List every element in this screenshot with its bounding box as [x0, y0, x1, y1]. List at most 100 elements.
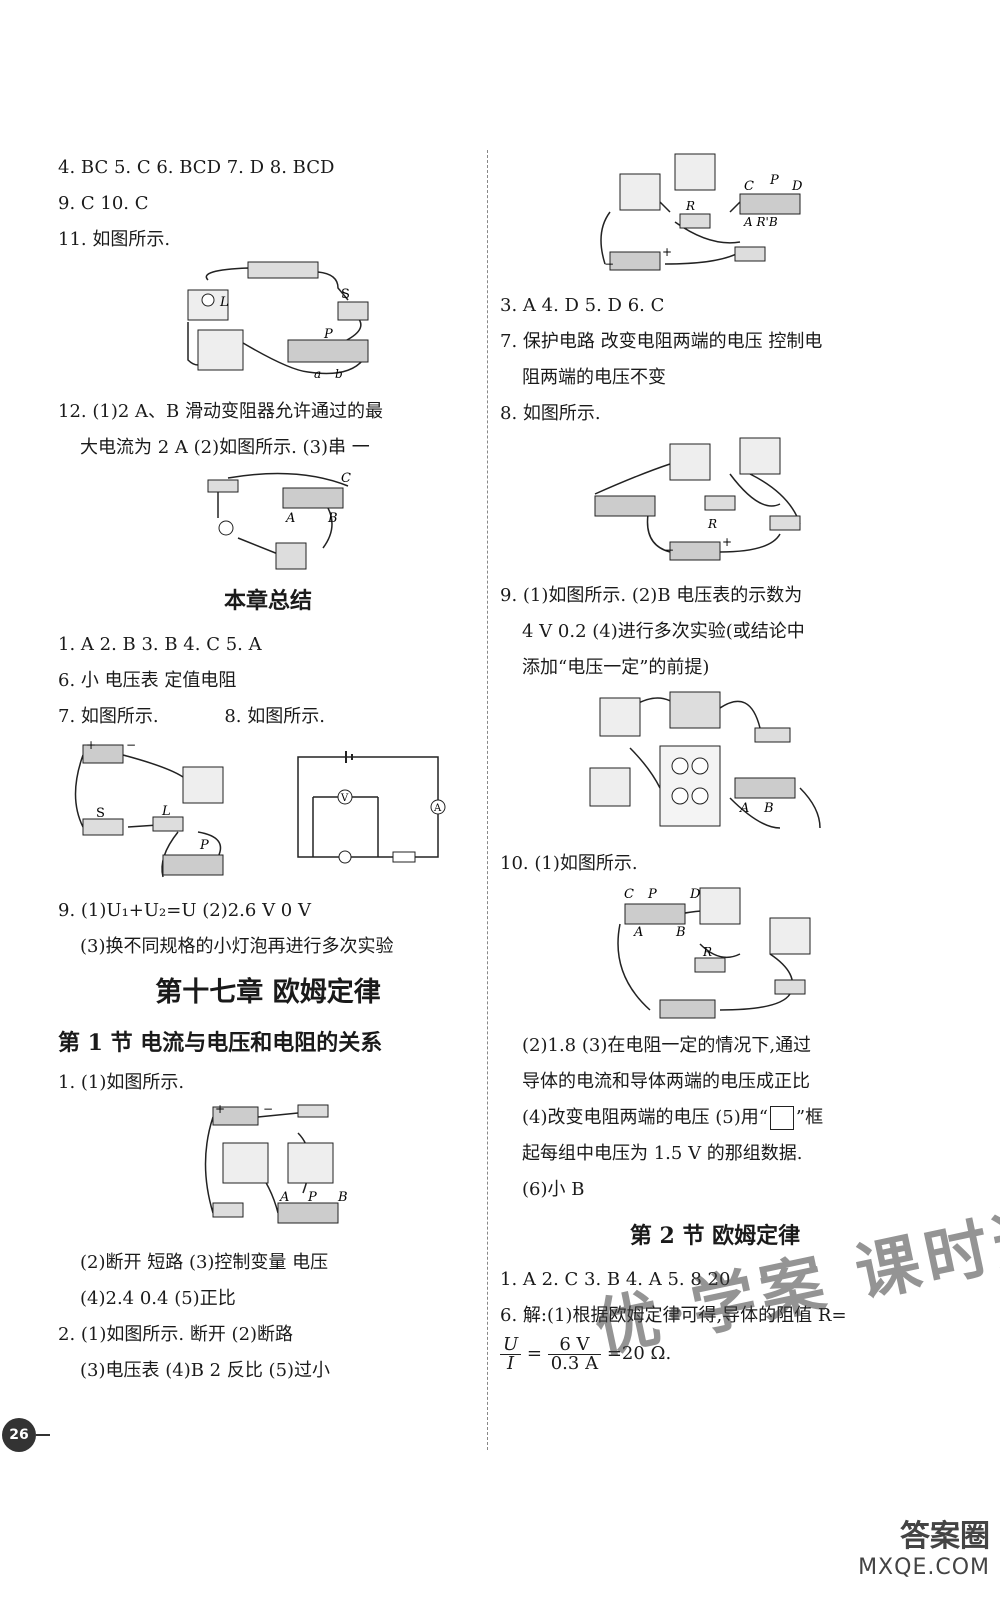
circuit-figure-q9: A B: [500, 688, 930, 840]
answer-line: (4)2.4 0.4 (5)正比: [80, 1288, 236, 1309]
answer-line: 1. (1)如图所示.: [58, 1072, 185, 1093]
rheostat-icon: [594, 495, 656, 517]
label-B: B: [327, 511, 338, 526]
meter-icon: [599, 697, 641, 737]
meter-icon: [674, 153, 716, 191]
label-plus: +: [215, 1103, 225, 1116]
answer-line: 12. (1)2 A、B 滑动变阻器允许通过的最: [58, 401, 383, 422]
rheostat-icon: [739, 193, 801, 215]
lamp-symbol-icon: [338, 850, 352, 864]
label-Am: A: [433, 803, 442, 814]
answer-line: 6. 解:(1)根据欧姆定律可得,导体的阻值 R=: [500, 1305, 847, 1326]
rheostat-icon: [287, 339, 369, 363]
label-P: P: [769, 173, 779, 188]
meter-icon: [739, 437, 781, 475]
battery-icon: [82, 744, 124, 764]
meter-icon: [222, 1142, 269, 1184]
resistor-icon: [694, 957, 726, 973]
meter-icon: [287, 1142, 334, 1184]
label-A: A: [739, 801, 749, 816]
label-plus: +: [662, 245, 672, 259]
answer-line: 9. (1)如图所示. (2)B 电压表的示数为: [500, 585, 803, 606]
battery-icon: [609, 251, 661, 271]
circuit-diagram: A B: [589, 691, 821, 829]
battery-icon: [669, 691, 721, 729]
left-column: 4. BC 5. C 6. BCD 7. D 8. BCD 9. C 10. C…: [58, 150, 478, 1389]
lamp-icon: [218, 520, 234, 536]
label-B: B: [763, 801, 774, 816]
label-P: P: [647, 887, 657, 902]
label-minus: −: [604, 257, 614, 271]
resistor-icon: [704, 495, 736, 511]
meter-icon: [589, 767, 631, 807]
label-C: C: [341, 471, 351, 486]
label-plus: +: [86, 738, 96, 752]
rheostat-icon: [624, 903, 686, 925]
label-C: C: [744, 179, 754, 194]
label-B: B: [675, 925, 686, 940]
rheostat-icon: [162, 854, 224, 876]
answer-line: 导体的电流和导体两端的电压成正比: [522, 1071, 810, 1092]
meter-icon: [182, 766, 224, 804]
label-R: R: [685, 199, 695, 213]
rheostat-icon: [282, 487, 344, 509]
switch-icon: [337, 301, 369, 321]
circuit-diagram: C P D A B R: [617, 887, 811, 1019]
label-S: S: [96, 806, 105, 821]
circuit-diagram: R − +: [594, 437, 801, 561]
chapter-title: 第十七章 欧姆定律: [155, 977, 381, 1008]
watermark-site: 答案圈 MXQE.COM: [858, 1511, 990, 1580]
answer-line: 10. (1)如图所示.: [500, 853, 638, 874]
answer-line: (6)小 B: [522, 1179, 585, 1200]
battery-icon: [669, 541, 721, 561]
answer-line: 2. (1)如图所示. 断开 (2)断路: [58, 1324, 294, 1345]
label-P: P: [199, 838, 209, 853]
answer-line: (4)改变电阻两端的电压 (5)用“ ”框: [500, 1100, 930, 1136]
label-B: B: [337, 1190, 348, 1205]
switch-icon: [774, 979, 806, 995]
answer-8: 8. 如图所示.: [224, 706, 325, 727]
label-R: R: [707, 517, 717, 531]
section-title: 第 2 节 欧姆定律: [629, 1223, 801, 1249]
resistor-icon: [212, 1202, 244, 1218]
answer-line: (3)电压表 (4)B 2 反比 (5)过小: [80, 1360, 331, 1381]
section-title: 第 1 节 电流与电压和电阻的关系: [58, 1030, 383, 1056]
answer-text: ”框: [795, 1107, 824, 1128]
label-minus: −: [126, 738, 136, 752]
label-plus: +: [722, 535, 732, 549]
watermark-site-name: 答案圈: [900, 1519, 990, 1554]
label-minus: −: [664, 543, 674, 557]
answer-line: 大电流为 2 A (2)如图所示. (3)串 一: [80, 437, 370, 458]
switch-icon: [734, 246, 766, 262]
answer-line: 4 V 0.2 (4)进行多次实验(或结论中: [522, 621, 805, 642]
meter-icon: [669, 443, 711, 481]
answer-line: 1. A 2. C 3. B 4. A 5. 8 20: [500, 1269, 731, 1290]
page-number: 26: [2, 1418, 36, 1452]
fraction-numerator: 6 V: [547, 1335, 602, 1355]
answer-line: 3. A 4. D 5. D 6. C: [500, 295, 665, 316]
label-ARB: A R'B: [743, 215, 778, 229]
label-minus: −: [263, 1103, 273, 1116]
circuit-figure-q8: R − +: [500, 434, 930, 572]
label-P: P: [307, 1190, 317, 1205]
battery-icon: [247, 261, 319, 279]
answer-text: (4)改变电阻两端的电压 (5)用“: [522, 1107, 768, 1128]
answer-7: 7. 如图所示.: [58, 706, 159, 727]
lamp-icon: [152, 816, 184, 832]
circuit-figure-summary: + − S L P V A: [58, 737, 478, 887]
answer-line: 1. A 2. B 3. B 4. C 5. A: [58, 634, 262, 655]
circuit-figure-top-right: C P D A R'B R − +: [500, 152, 930, 282]
answer-line: 9. (1)U₁+U₂=U (2)2.6 V 0 V: [58, 900, 311, 921]
rheostat-icon: [277, 1202, 339, 1224]
right-column: C P D A R'B R − + 3. A 4. D 5. D 6. C 7.…: [500, 150, 930, 1374]
answer-line: (3)换不同规格的小灯泡再进行多次实验: [80, 936, 394, 957]
label-D: D: [689, 887, 701, 902]
label-b: b: [335, 367, 343, 381]
resistor-icon: [392, 851, 416, 863]
battery-icon: [659, 999, 716, 1019]
label-L: L: [219, 295, 229, 310]
circuit-figure-q11: L S P a b: [58, 260, 478, 388]
answer-line: (2)断开 短路 (3)控制变量 电压: [80, 1252, 329, 1273]
